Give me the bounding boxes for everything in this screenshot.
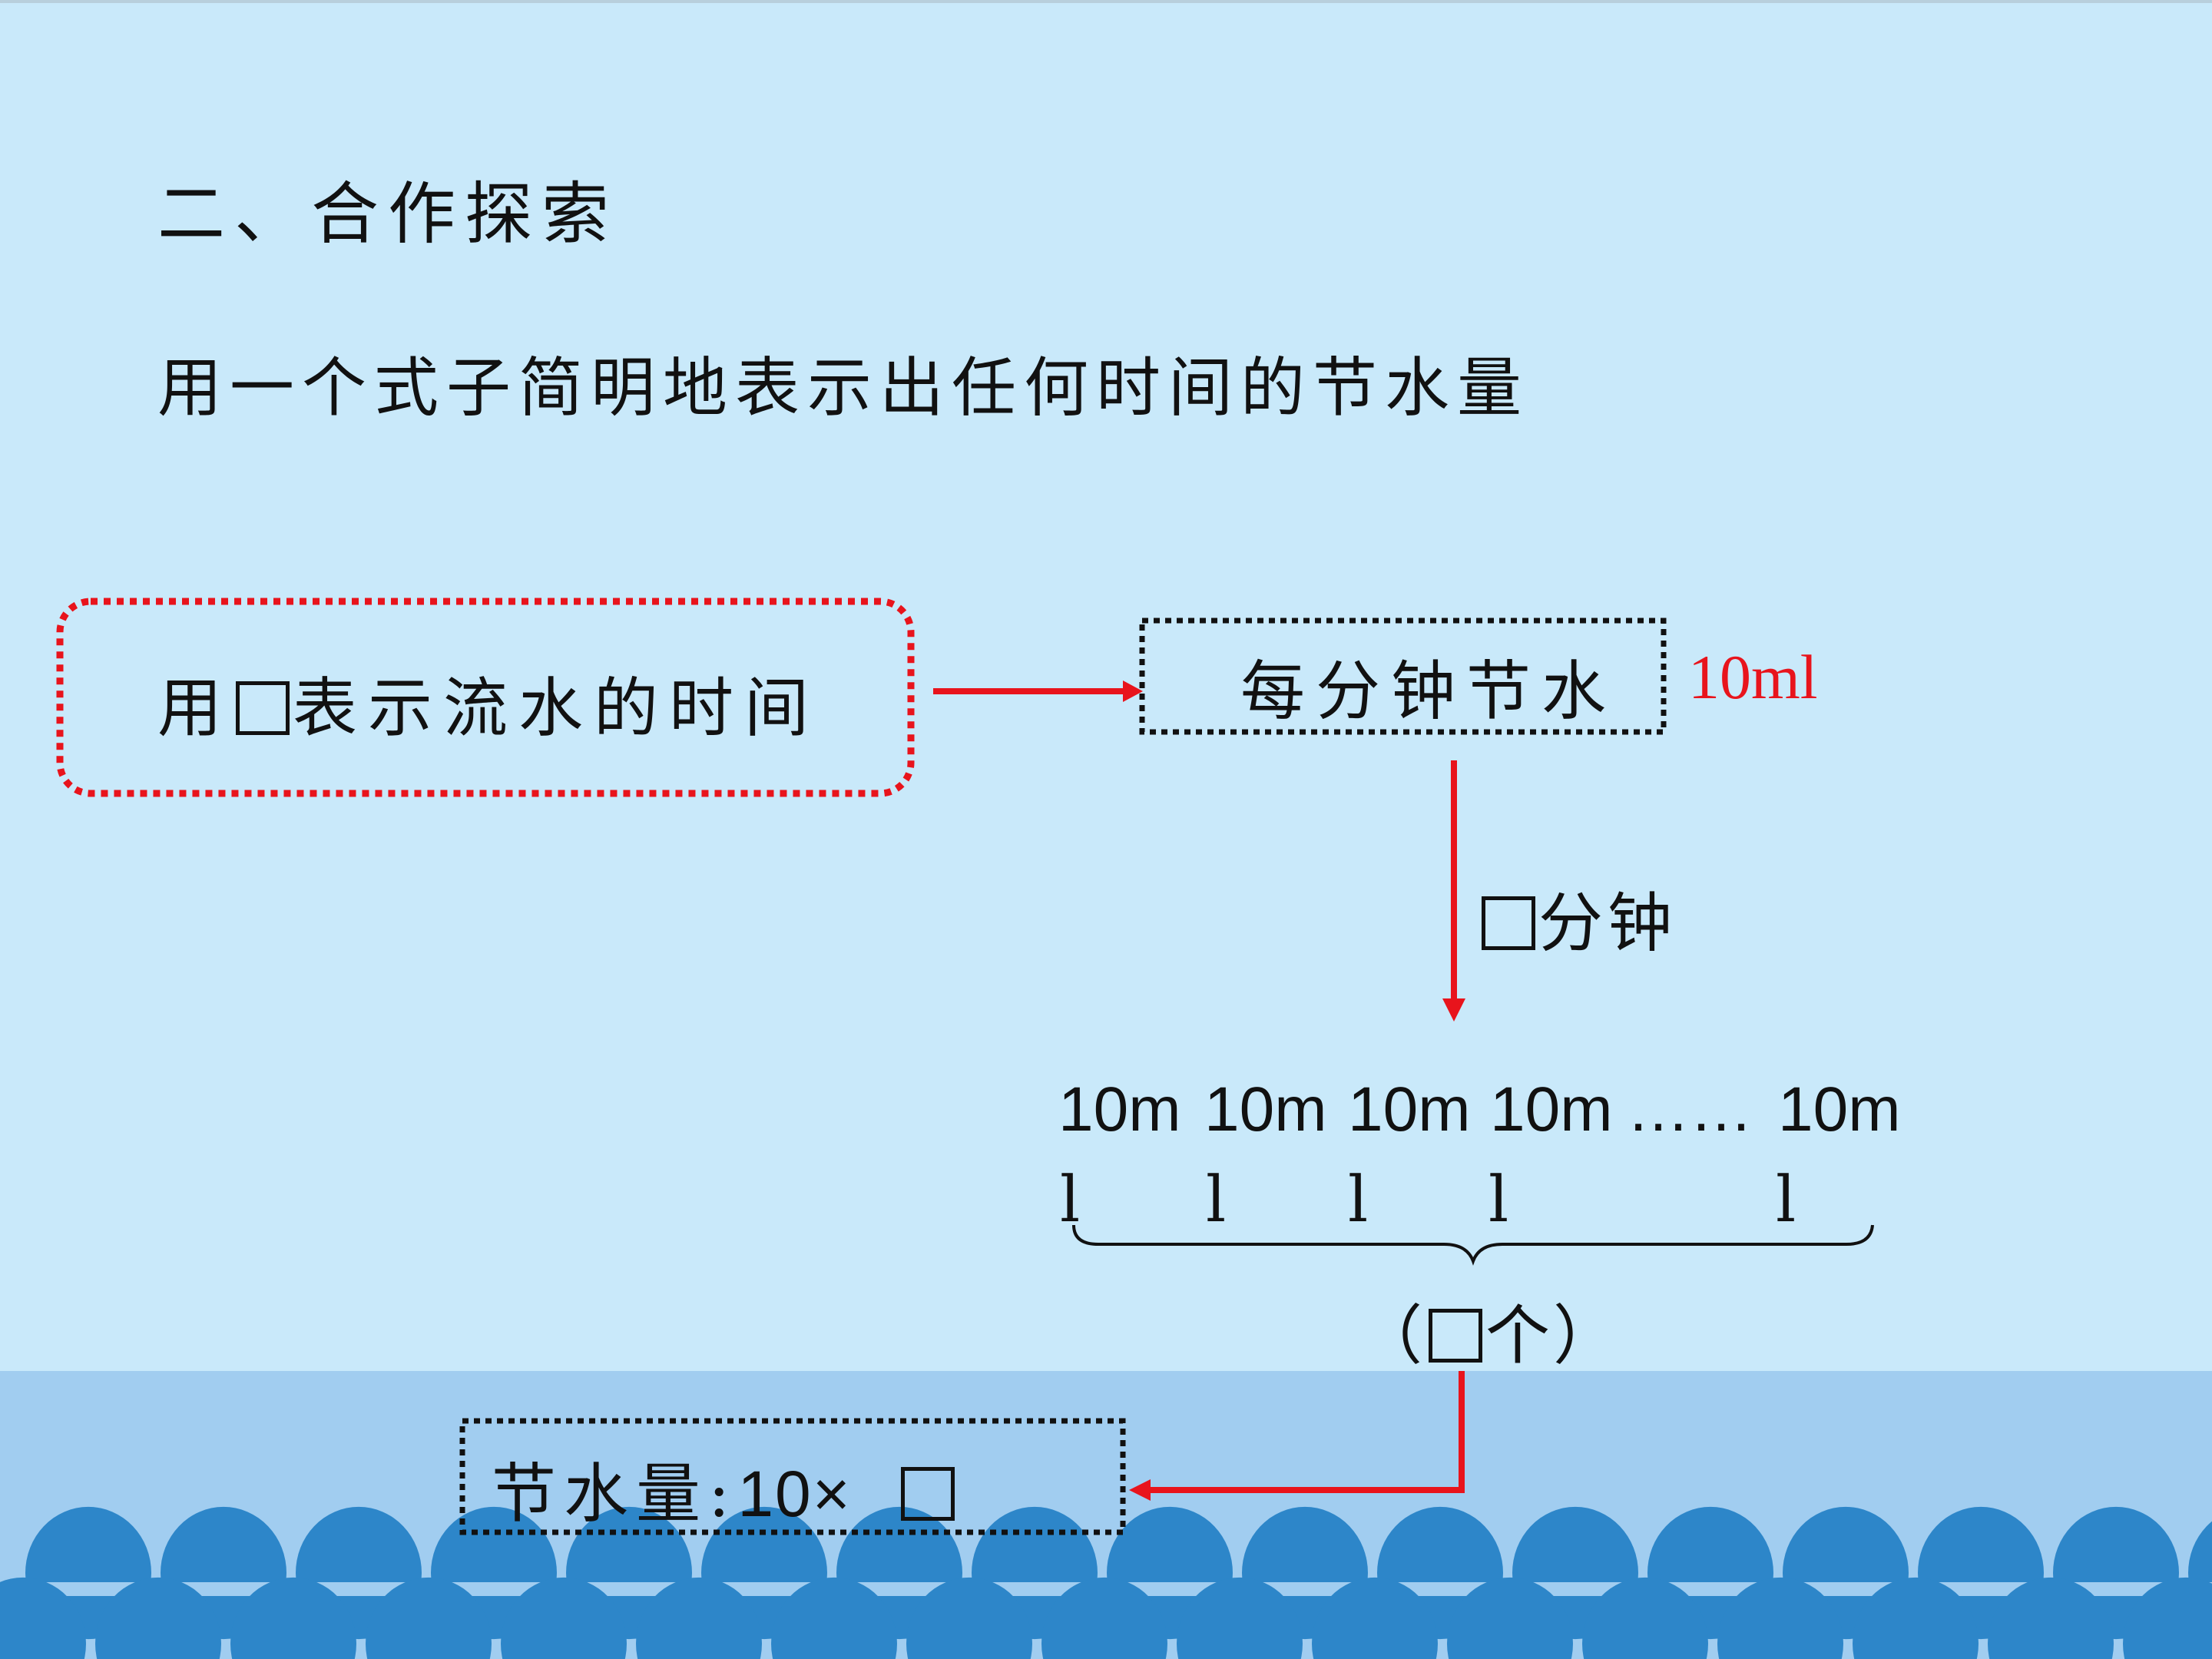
sequence-item-4: 10m xyxy=(1490,1075,1613,1144)
top-border xyxy=(0,0,2212,3)
sequence-bottom-1: l xyxy=(1060,1164,1081,1237)
rate-box-border xyxy=(1139,618,1667,735)
wave-scallop xyxy=(771,1577,897,1659)
rate-value: 10ml xyxy=(1688,642,1818,712)
wave-scallop xyxy=(95,1577,221,1659)
wave-scallop xyxy=(1582,1577,1708,1659)
time-box-text: 用表示流水的时间 xyxy=(157,657,820,750)
sequence-item-1: 10m xyxy=(1058,1075,1181,1144)
blank-square xyxy=(236,681,290,735)
wave-scallop xyxy=(1988,1577,2114,1659)
result-label: 节水量: xyxy=(492,1456,738,1532)
minutes-label: 分钟 xyxy=(1479,872,1677,965)
rate-box-label: 每分钟节水 xyxy=(1240,654,1618,729)
wave-scallop xyxy=(501,1577,627,1659)
wave-scallop xyxy=(906,1577,1032,1659)
time-box-suffix: 表示流水的时间 xyxy=(293,671,820,746)
wave-scallop xyxy=(1041,1577,1167,1659)
time-box-border xyxy=(56,598,915,797)
sequence-bottom-3: l xyxy=(1348,1164,1369,1237)
wave-scallop xyxy=(1447,1577,1573,1659)
wave-scallop xyxy=(1177,1577,1303,1659)
minutes-suffix: 分钟 xyxy=(1538,886,1677,961)
sequence-item-5: 10m xyxy=(1778,1075,1901,1144)
section-heading: 二、合作探索 xyxy=(157,174,619,253)
arrow-to-result xyxy=(1144,1371,1465,1493)
sequence-item-2: 10m xyxy=(1204,1075,1327,1144)
sequence-bottom-5: l xyxy=(1776,1164,1796,1237)
wave-scallop xyxy=(366,1577,492,1659)
blank-square xyxy=(900,1467,955,1521)
blank-square xyxy=(1482,896,1535,950)
result-box-border xyxy=(459,1418,1126,1535)
wave-scallop xyxy=(2123,1577,2212,1659)
wave-scallop xyxy=(1312,1577,1438,1659)
count-open: （ xyxy=(1358,1298,1426,1373)
sequence-bottom-4: l xyxy=(1488,1164,1509,1237)
result-expr: 10× xyxy=(737,1458,852,1530)
time-box-prefix: 用 xyxy=(157,671,233,746)
wave-scallop xyxy=(1717,1577,1843,1659)
count-label: （ 个） xyxy=(1358,1284,1621,1377)
result-text: 节水量:10× xyxy=(492,1442,958,1535)
arrowhead-right xyxy=(1123,680,1143,702)
arrowhead-down xyxy=(1442,998,1465,1022)
count-suffix: 个） xyxy=(1485,1298,1621,1373)
curly-brace xyxy=(1072,1224,1874,1266)
sequence-ellipsis: …… xyxy=(1627,1075,1753,1144)
wave-scallop xyxy=(1853,1577,1979,1659)
arrowhead-left xyxy=(1129,1479,1151,1501)
blank-square xyxy=(1429,1309,1483,1363)
wave-scallop xyxy=(230,1577,356,1659)
wave-decoration xyxy=(0,1506,2212,1659)
wave-scallop xyxy=(636,1577,762,1659)
sequence-bottom-2: l xyxy=(1206,1164,1227,1237)
wave-scallop xyxy=(0,1577,86,1659)
sequence-item-3: 10m xyxy=(1348,1075,1471,1144)
problem-prompt: 用一个式子简明地表示出任何时间的节水量 xyxy=(157,350,1530,426)
